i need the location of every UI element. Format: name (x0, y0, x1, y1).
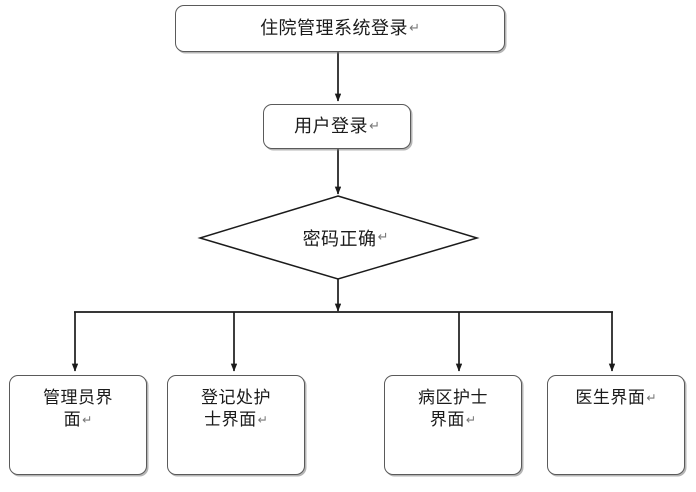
pilcrow-mark: ↵ (82, 413, 93, 428)
node-admin-interface[interactable]: 管理员界 面↵ (9, 375, 147, 475)
pilcrow-mark: ↵ (465, 413, 477, 428)
node-label: 医生界面↵ (575, 388, 657, 408)
node-registration-nurse-interface[interactable]: 登记处护 士界面↵ (167, 375, 305, 475)
node-doctor-interface[interactable]: 医生界面↵ (547, 375, 685, 475)
node-label: 用户登录↵ (294, 115, 380, 137)
pilcrow-mark: ↵ (646, 390, 657, 405)
node-user-login[interactable]: 用户登录↵ (263, 104, 411, 149)
node-label: 住院管理系统登录↵ (260, 17, 420, 39)
node-label: 登记处护 士界面↵ (201, 388, 271, 431)
pilcrow-mark: ↵ (409, 21, 420, 37)
pilcrow-mark: ↵ (369, 119, 380, 135)
node-label: 病区护士 界面↵ (418, 388, 488, 431)
node-system-login-title[interactable]: 住院管理系统登录↵ (175, 5, 505, 52)
node-ward-nurse-interface[interactable]: 病区护士 界面↵ (384, 375, 522, 475)
pilcrow-mark: ↵ (257, 413, 268, 428)
node-label: 管理员界 面↵ (43, 388, 113, 431)
node-label: 密码正确↵ (302, 228, 389, 250)
node-password-correct-decision[interactable]: 密码正确↵ (199, 196, 478, 279)
pilcrow-mark: ↵ (377, 230, 389, 245)
